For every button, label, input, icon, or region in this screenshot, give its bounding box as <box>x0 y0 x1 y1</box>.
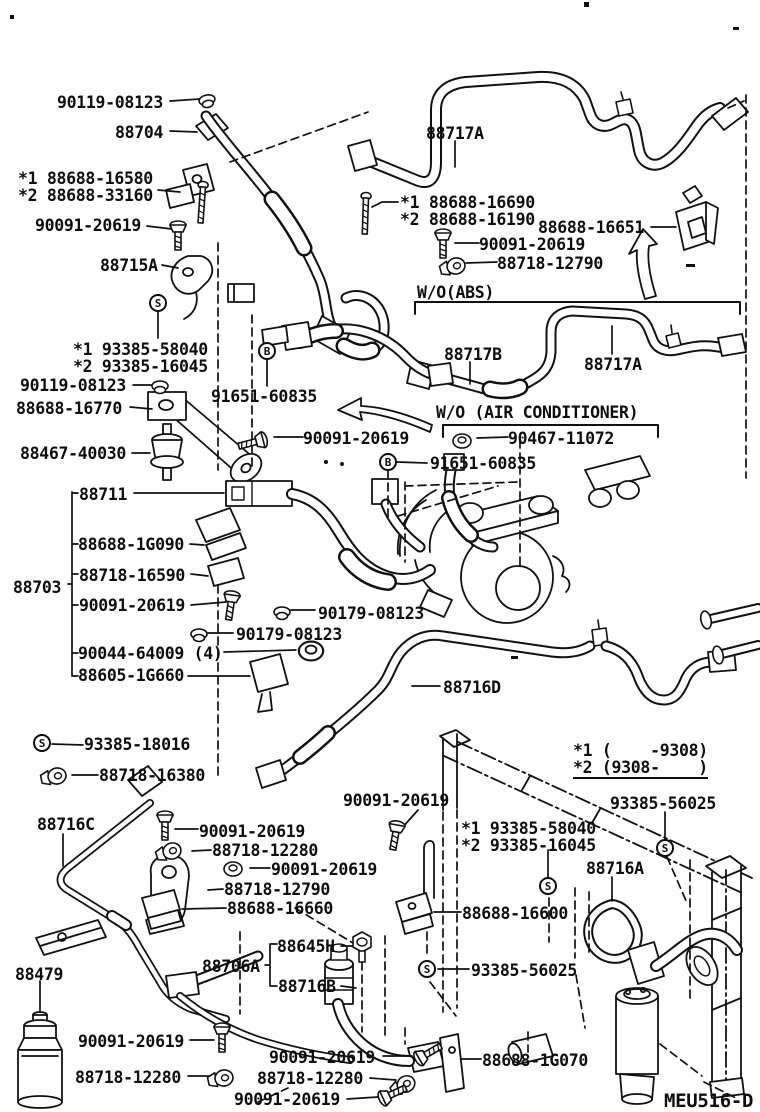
part-label: *1 88688-16690 <box>400 193 535 212</box>
stray-marks <box>10 2 739 659</box>
part-label: *1 93385-58040 <box>73 340 208 359</box>
compressor <box>396 455 651 624</box>
part-label: 88688-16660 <box>227 899 333 918</box>
condenser <box>439 729 753 1099</box>
part-label: 88718-12790 <box>497 254 603 273</box>
part-label: 88716D <box>443 678 501 697</box>
part-label: 88718-16590 <box>79 566 185 585</box>
circle-marker-s: S <box>418 960 436 978</box>
part-label: *1 93385-58040 <box>461 819 596 838</box>
part-label: 88718-12280 <box>212 841 318 860</box>
part-label: 90091-20619 <box>271 860 377 879</box>
part-label: 88467-40030 <box>20 444 126 463</box>
section-frames <box>414 301 741 438</box>
pipes <box>56 70 760 1067</box>
part-label: W/O(ABS) <box>417 283 495 302</box>
part-label: *2 (9308- ) <box>573 758 708 779</box>
part-label: 90119-08123 <box>57 93 163 112</box>
part-label: 90091-20619 <box>199 822 305 841</box>
arrows <box>337 228 658 433</box>
receiver-drier-right <box>615 986 659 1105</box>
part-label: 90467-11072 <box>508 429 614 448</box>
circle-marker-b: B <box>258 342 276 360</box>
part-label: 88715A <box>100 256 158 275</box>
part-label: 88605-1G660 <box>78 666 184 685</box>
part-label: 90091-20619 <box>479 235 585 254</box>
part-label: 93385-18016 <box>84 735 190 754</box>
part-label: 88718-12280 <box>257 1069 363 1088</box>
part-label: 90119-08123 <box>20 376 126 395</box>
group-brackets <box>67 491 278 987</box>
part-label: 93385-56025 <box>471 961 577 980</box>
part-label: 88718-16380 <box>99 766 205 785</box>
leader-lines <box>39 98 677 1100</box>
circle-marker-b: B <box>379 453 397 471</box>
part-label: 88717A <box>426 124 484 143</box>
part-label: *2 93385-16045 <box>461 836 596 855</box>
circle-marker-s: S <box>656 839 674 857</box>
part-label: 88703 <box>13 578 62 597</box>
part-label: 90091-20619 <box>269 1048 375 1067</box>
circle-marker-s: S <box>149 294 167 312</box>
part-label: 88716B <box>278 977 336 996</box>
part-label: 88716A <box>586 859 644 878</box>
part-label: *1 ( -9308) <box>573 741 708 760</box>
part-label: 88717A <box>584 355 642 374</box>
part-label: 90091-20619 <box>35 216 141 235</box>
part-label: MEU516-D <box>664 1090 754 1112</box>
circle-marker-s: S <box>539 877 557 895</box>
part-label: 90179-08123 <box>318 604 424 623</box>
part-label: 88706A <box>202 957 260 976</box>
part-label: *2 93385-16045 <box>73 357 208 376</box>
part-label: *2 88688-16190 <box>400 210 535 229</box>
part-label: 90091-20619 <box>78 1032 184 1051</box>
part-label: 88711 <box>79 485 128 504</box>
part-label: *1 88688-16580 <box>18 169 153 188</box>
part-label: 88718-12280 <box>75 1068 181 1087</box>
receiver-drier-left <box>17 1011 63 1109</box>
part-label: 88688-1G070 <box>482 1051 588 1070</box>
part-label: 88717B <box>444 345 502 364</box>
part-label: 90091-20619 <box>343 791 449 810</box>
part-label: 90044-64009 (4) <box>78 644 223 663</box>
part-label: 90179-08123 <box>236 625 342 644</box>
part-label: 90091-20619 <box>79 596 185 615</box>
part-label: 88704 <box>115 123 164 142</box>
part-label: 88479 <box>15 965 64 984</box>
circle-marker-s: S <box>33 734 51 752</box>
part-label: 88645H <box>277 937 335 956</box>
part-label: 88716C <box>37 815 95 834</box>
part-label: 88688-16600 <box>462 904 568 923</box>
part-label: 91651-60835 <box>430 454 536 473</box>
part-label: *2 88688-33160 <box>18 186 153 205</box>
part-label: 88688-1G090 <box>78 535 184 554</box>
part-label: 90091-20619 <box>303 429 409 448</box>
part-label: 88688-16770 <box>16 399 122 418</box>
part-label: 91651-60835 <box>211 387 317 406</box>
part-label: 88688-16651 <box>538 218 644 237</box>
part-label: 90091-20619 <box>234 1090 340 1109</box>
part-label: W/O (AIR CONDITIONER) <box>436 403 639 422</box>
dashed-guides <box>217 94 747 1103</box>
part-label: 88718-12790 <box>224 880 330 899</box>
part-label: 93385-56025 <box>610 794 716 813</box>
